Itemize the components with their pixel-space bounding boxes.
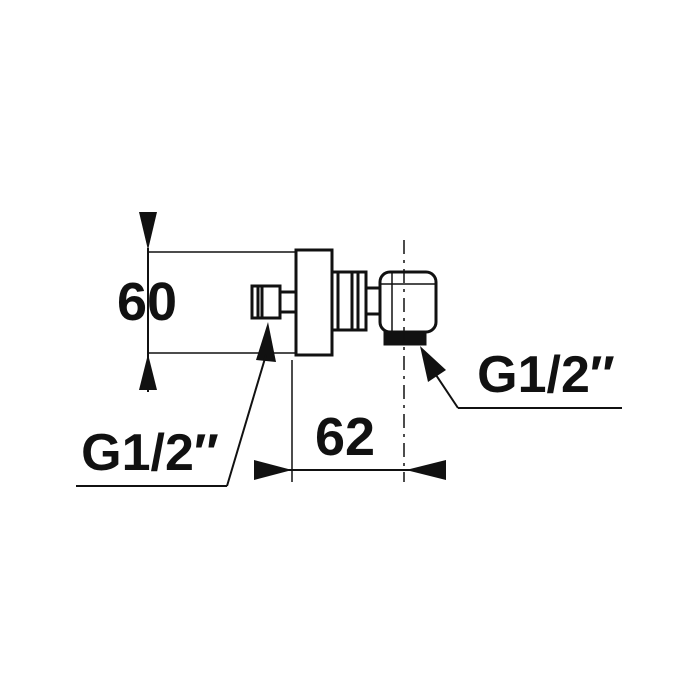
width-dimension: 62 — [254, 360, 446, 482]
connector-pipe — [364, 286, 382, 316]
height-arrow-bottom — [139, 354, 157, 390]
left-callout-arrowhead — [256, 322, 276, 362]
left-thread-label: G1/2″ — [81, 424, 219, 482]
height-dimension-label: 60 — [117, 272, 177, 332]
right-thread-callout: G1/2″ — [420, 346, 622, 409]
width-arrow-left — [254, 460, 292, 480]
left-pipe — [278, 290, 298, 314]
fitting-body — [250, 248, 438, 357]
left-callout-leader — [226, 354, 267, 487]
right-thread-label: G1/2″ — [477, 346, 615, 404]
width-arrow-right — [406, 460, 446, 480]
left-thread-stub — [250, 284, 282, 320]
right-callout-leader — [433, 371, 459, 409]
right-callout-arrowhead — [420, 346, 446, 382]
height-arrow-top — [139, 212, 157, 250]
width-dimension-label: 62 — [315, 407, 375, 467]
height-dimension: 60 — [117, 212, 296, 392]
wall-flange — [294, 248, 334, 357]
left-thread-callout: G1/2″ — [76, 322, 276, 487]
outlet-thread — [383, 330, 427, 346]
elbow-outlet — [378, 270, 438, 334]
